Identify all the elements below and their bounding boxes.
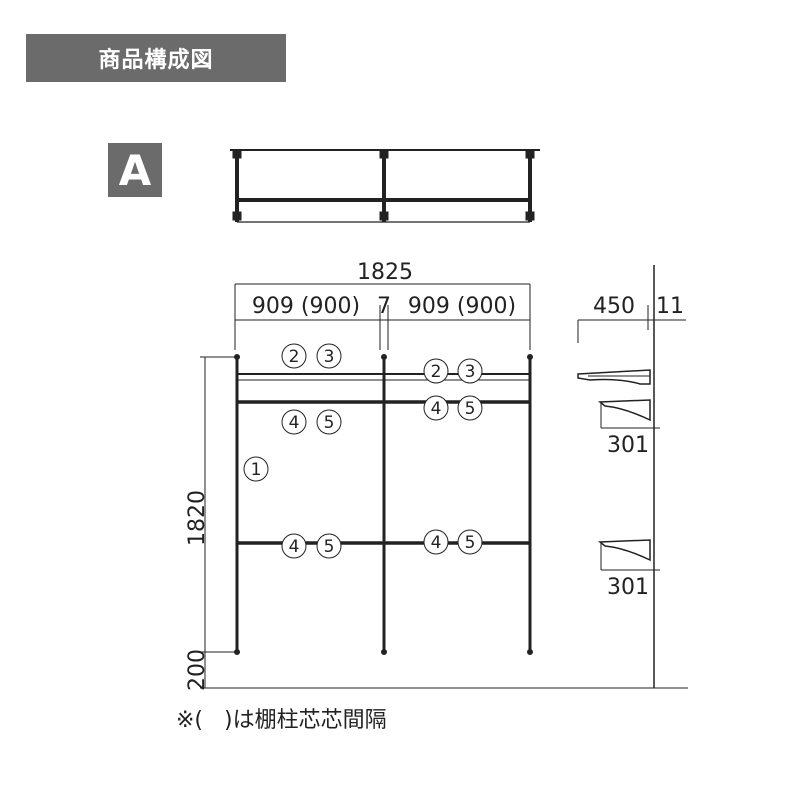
part-2-label: 2 bbox=[289, 347, 300, 367]
part-3-label: 3 bbox=[324, 347, 335, 367]
part-4-label: 4 bbox=[289, 413, 300, 433]
total-width-label: 1825 bbox=[357, 260, 413, 285]
front-view bbox=[234, 354, 533, 655]
part-4-label: 4 bbox=[289, 537, 300, 557]
page-title-text: 商品構成図 bbox=[98, 48, 214, 73]
part-labels bbox=[243, 343, 483, 559]
upper-bracket-label: 301 bbox=[607, 433, 649, 458]
part-1-label: 1 bbox=[251, 460, 262, 480]
width-dimension bbox=[234, 283, 531, 350]
part-4-label: 4 bbox=[431, 399, 442, 419]
part-2-label: 2 bbox=[431, 362, 442, 382]
depth-label: 450 bbox=[593, 294, 635, 319]
variant-badge: A bbox=[108, 143, 162, 197]
part-5-label: 5 bbox=[324, 537, 335, 557]
part-4-label: 4 bbox=[431, 533, 442, 553]
height-dimension bbox=[200, 356, 688, 689]
right-span-label: 909 (900) bbox=[408, 294, 516, 319]
variant-label: A bbox=[118, 145, 152, 195]
depth-offset-label: 11 bbox=[656, 294, 684, 319]
part-3-label: 3 bbox=[465, 362, 476, 382]
part-5-label: 5 bbox=[465, 533, 476, 553]
part-5-label: 5 bbox=[465, 399, 476, 419]
gap-label: 7 bbox=[377, 294, 391, 319]
lower-bracket-label: 301 bbox=[607, 575, 649, 600]
height-label: 1820 bbox=[185, 490, 210, 546]
part-5-label: 5 bbox=[324, 413, 335, 433]
page-title: 商品構成図 bbox=[26, 34, 286, 82]
footnote: ※( )は棚柱芯芯間隔 bbox=[176, 708, 387, 733]
side-view bbox=[577, 265, 686, 688]
left-span-label: 909 (900) bbox=[252, 294, 360, 319]
top-view bbox=[230, 149, 540, 223]
base-label: 200 bbox=[185, 649, 210, 691]
